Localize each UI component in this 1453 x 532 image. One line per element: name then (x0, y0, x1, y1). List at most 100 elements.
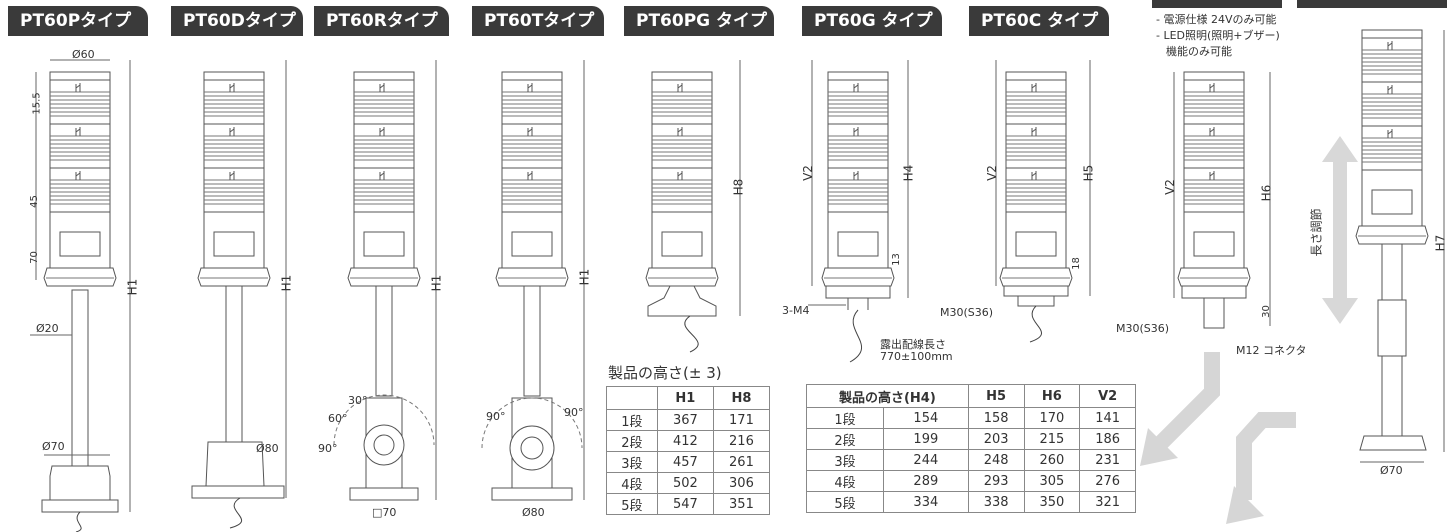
dim-deg60: 60° (328, 412, 348, 425)
callout-m12: M12 コネクタ (1236, 344, 1307, 357)
table-cell: 293 (967, 470, 1025, 492)
dim-deg90-t-right: 90° (564, 406, 584, 419)
table-header-cell: H6 (1023, 384, 1081, 408)
drawing-pt60t (481, 60, 585, 501)
callout-cable: 露出配線長さ (880, 338, 946, 351)
table-cell: 1段 (606, 409, 658, 431)
dim-d80: Ø80 (256, 442, 279, 455)
table-row: 1段 154 158 170 141 (806, 407, 1136, 429)
table-cell: 4段 (606, 472, 658, 494)
dim-v2-g: V2 (800, 165, 815, 181)
table-cell: 154 (882, 407, 969, 429)
dim-13: 13 (890, 253, 902, 266)
table-height-h4-v2: 製品の高さ(H4) H5 H6 V2 1段 154 158 170 141 2段… (806, 384, 1136, 513)
dim-d70-tall: Ø70 (1380, 464, 1403, 477)
table-cell: 3段 (806, 449, 884, 471)
callout-m4: 3-M4 (782, 304, 810, 317)
drawing-pt60pg (646, 60, 741, 353)
note-led: - LED照明(照明+ブザー) (1156, 29, 1280, 42)
table-row: 5段 334 338 350 321 (806, 491, 1136, 513)
drawing-pt60-tall (1356, 30, 1445, 463)
table-row: 2段 199 203 215 186 (806, 428, 1136, 450)
dim-v2-c: V2 (984, 165, 999, 181)
dim-h8: H8 (731, 178, 746, 196)
table-cell: 1段 (806, 407, 884, 429)
dim-h6: H6 (1259, 184, 1274, 202)
tab-pt60p: PT60Pタイプ (8, 6, 148, 36)
table-cell: 351 (712, 493, 771, 515)
dim-deg30: 30° (348, 394, 368, 407)
table-cell: 170 (1023, 407, 1081, 429)
dim-h7: H7 (1433, 234, 1448, 252)
dim-30: 30 (1260, 305, 1272, 318)
dim-h4: H4 (901, 164, 916, 182)
table-row: 5段 547 351 (606, 493, 771, 515)
table-cell: 260 (1023, 449, 1081, 471)
dim-h1-t: H1 (577, 268, 592, 286)
table-header-cell: H8 (712, 386, 771, 410)
table-row: 3段 457 261 (606, 451, 771, 473)
tab-pt60t: PT60Tタイプ (472, 6, 604, 36)
table-cell: 412 (656, 430, 714, 452)
dim-h1-r: H1 (429, 274, 444, 292)
table-header-cell: H5 (967, 384, 1025, 408)
table-cell: 2段 (606, 430, 658, 452)
table-cell: 186 (1079, 428, 1136, 450)
table-cell: 5段 (606, 493, 658, 515)
table-cell: 321 (1079, 491, 1136, 513)
drawing-pt60c (995, 60, 1091, 343)
table-cell: 457 (656, 451, 714, 473)
table-cell: 171 (712, 409, 771, 431)
dim-sq70: □70 (372, 506, 397, 519)
header-bar-right (1297, 0, 1447, 8)
table-row: 1段 367 171 (606, 409, 771, 431)
table-cell: 215 (1023, 428, 1081, 450)
table-cell: 141 (1079, 407, 1136, 429)
dim-18: 18 (1070, 257, 1082, 270)
table-cell: 367 (656, 409, 714, 431)
table-row: 4段 502 306 (606, 472, 771, 494)
callout-cable-length: 770±100mm (880, 350, 953, 363)
table-cell: 248 (967, 449, 1025, 471)
table-row: 3段 244 248 260 231 (806, 449, 1136, 471)
dim-deg90-t-left: 90° (486, 410, 506, 423)
table-cell: 305 (1023, 470, 1081, 492)
dim-v2-m12: V2 (1162, 179, 1177, 195)
dim-d60: Ø60 (72, 48, 95, 61)
adjust-arrow (1322, 136, 1358, 324)
table-cell: 158 (967, 407, 1025, 429)
table-cell: 199 (882, 428, 969, 450)
table-cell: 306 (712, 472, 771, 494)
table-header-cell (606, 386, 658, 410)
table-cell: 338 (967, 491, 1025, 513)
table-header-row: H1 H8 (606, 386, 771, 410)
dim-deg90-r: 90° (318, 442, 338, 455)
callout-m30-m12: M30(S36) (1116, 322, 1170, 335)
table-header-cell: V2 (1079, 384, 1136, 408)
table-cell: 3段 (606, 451, 658, 473)
table-cell: 216 (712, 430, 771, 452)
tab-pt60pg: PT60PG タイプ (624, 6, 774, 36)
drawing-pt60g (808, 60, 909, 363)
table-cell: 4段 (806, 470, 884, 492)
table-cell: 289 (882, 470, 969, 492)
table-cell: 502 (656, 472, 714, 494)
table-header-row: 製品の高さ(H4) H5 H6 V2 (806, 384, 1136, 408)
tab-pt60r: PT60Rタイプ (314, 6, 449, 36)
dim-45: 45 (28, 195, 40, 208)
table-row: 2段 412 216 (606, 430, 771, 452)
table-cell: 547 (656, 493, 714, 515)
dim-15-5: 15.5 (31, 92, 43, 115)
table-header-cell: 製品の高さ(H4) (806, 384, 969, 408)
drawing-pt60r (333, 60, 437, 501)
header-bar-left (1152, 0, 1282, 8)
drawing-pt60p (30, 59, 131, 532)
table-cell: 5段 (806, 491, 884, 513)
dim-h1-d: H1 (279, 274, 294, 292)
dim-h1-p: H1 (125, 278, 140, 296)
table-cell: 334 (882, 491, 969, 513)
dim-d20: Ø20 (36, 322, 59, 335)
label-length-adjust: 長さ調節 (1309, 208, 1324, 257)
table-cell: 203 (967, 428, 1025, 450)
